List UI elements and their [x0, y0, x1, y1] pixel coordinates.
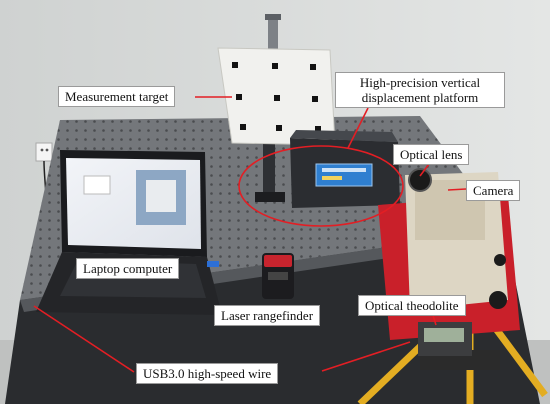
label-optical-theodolite: Optical theodolite — [358, 295, 466, 316]
label-camera: Camera — [466, 180, 521, 201]
platform-display-screen — [315, 163, 373, 187]
theodolite-knob — [489, 291, 507, 309]
optical-lens — [408, 168, 432, 192]
label-platform-line1: High-precision vertical — [359, 75, 481, 90]
label-usb-wire: USB3.0 high-speed wire — [136, 363, 279, 384]
wall-socket — [35, 142, 53, 162]
label-displacement-platform: High-precision vertical displacement pla… — [335, 72, 505, 108]
label-laser-rangefinder: Laser rangefinder — [214, 305, 321, 326]
label-laptop-computer: Laptop computer — [76, 258, 180, 279]
target-support-post — [263, 140, 275, 200]
label-platform-line2: displacement platform — [361, 90, 479, 105]
target-rail — [268, 18, 278, 58]
label-optical-lens: Optical lens — [393, 144, 470, 165]
target-markers — [232, 62, 321, 132]
label-measurement-target: Measurement target — [58, 86, 176, 107]
